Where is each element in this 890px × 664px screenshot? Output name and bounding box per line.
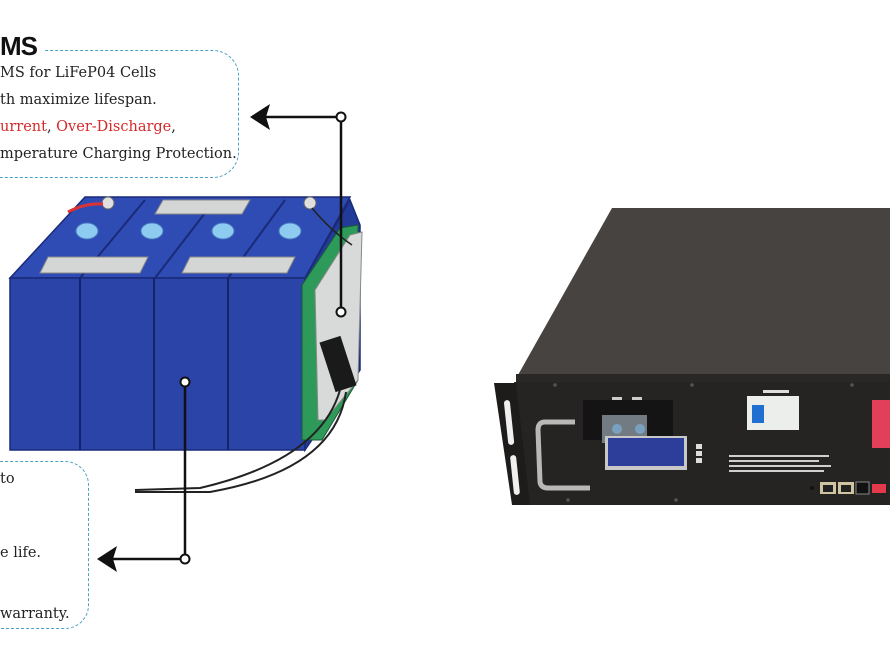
vent bbox=[278, 222, 302, 240]
rs232-port bbox=[855, 481, 870, 495]
vent bbox=[140, 222, 164, 240]
vent bbox=[211, 222, 235, 240]
node-dot bbox=[335, 306, 347, 318]
bms-line-1: MS for LiFeP04 Cells bbox=[0, 65, 157, 81]
cell-line-2: e life. bbox=[0, 545, 42, 561]
vent bbox=[75, 222, 99, 240]
red-wire bbox=[67, 202, 104, 214]
rack-top-lid bbox=[518, 208, 890, 375]
power-switch bbox=[872, 400, 890, 448]
arrow-left-icon bbox=[250, 104, 270, 130]
busbar bbox=[39, 256, 149, 274]
rack-handle bbox=[535, 419, 590, 491]
over-current-text: urrent bbox=[0, 119, 47, 135]
node-dot bbox=[179, 376, 191, 388]
sep-2: , bbox=[171, 119, 176, 135]
bms-wire bbox=[134, 389, 341, 491]
dip-switch bbox=[872, 484, 886, 493]
reset-button bbox=[810, 486, 814, 490]
bms-heading: MS bbox=[0, 32, 43, 60]
lcd-button bbox=[696, 458, 702, 463]
bms-callout-box bbox=[0, 50, 239, 178]
node-dot bbox=[335, 111, 347, 123]
cell-line-1: to bbox=[0, 471, 15, 487]
cell-line-3: warranty. bbox=[0, 606, 70, 622]
arrow-left-icon bbox=[97, 546, 117, 572]
sep-1: , bbox=[46, 119, 57, 135]
bms-protection-line: urrent, Over-Discharge, bbox=[0, 118, 176, 136]
battery-front-face bbox=[9, 277, 306, 451]
bms-pointer bbox=[262, 115, 343, 312]
busbar bbox=[154, 199, 251, 215]
spec-label bbox=[729, 455, 831, 472]
bms-line-2: th maximize lifespan. bbox=[0, 92, 157, 108]
busbar bbox=[181, 256, 296, 274]
cell-pointer bbox=[110, 382, 187, 561]
bms-wire bbox=[135, 391, 347, 493]
bms-line-4: mperature Charging Protection. bbox=[0, 146, 237, 162]
lcd-button bbox=[696, 451, 702, 456]
lcd-button bbox=[696, 444, 702, 449]
cell-callout-box bbox=[0, 461, 89, 629]
bms-connector bbox=[319, 335, 357, 393]
sense-wire bbox=[311, 207, 353, 246]
terminal bbox=[303, 196, 317, 210]
over-discharge-text: Over-Discharge bbox=[56, 119, 172, 135]
node-dot bbox=[179, 553, 191, 565]
